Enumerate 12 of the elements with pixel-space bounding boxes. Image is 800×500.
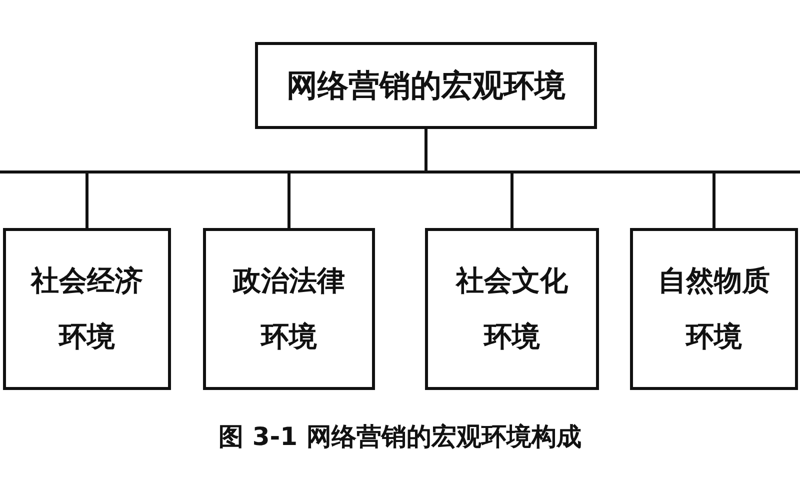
box-label: 网络营销的宏观环境 <box>286 66 566 106</box>
category-box <box>425 228 599 390</box>
box-label: 社会经济环境 <box>30 263 144 355</box>
root-box <box>255 42 597 129</box>
box-label: 社会文化环境 <box>454 263 569 355</box>
category-box <box>630 228 798 390</box>
connector-line <box>424 129 716 228</box>
category-box <box>3 228 171 390</box>
box-label: 政治法律环境 <box>231 263 346 355</box>
box-label: 自然物质环境 <box>656 263 771 355</box>
category-box <box>203 228 375 390</box>
figure-caption: 图 3-1 网络营销的宏观环境构成 <box>218 422 582 451</box>
